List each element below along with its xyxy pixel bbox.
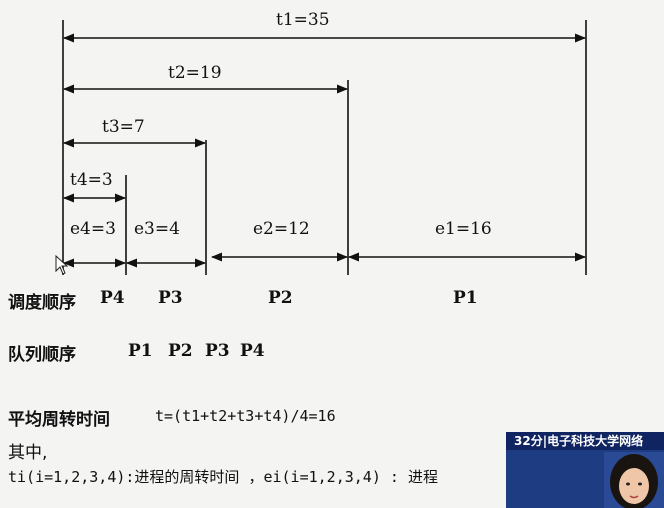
t1-label: t1=35 bbox=[276, 10, 330, 30]
schedule-order-label: 调度顺序 bbox=[8, 293, 76, 313]
where-label: 其中, bbox=[8, 443, 48, 463]
queue-item-p1: P1 bbox=[128, 341, 153, 361]
where-definition: ti(i=1,2,3,4):进程的周转时间 ，ei(i=1,2,3,4) : 进… bbox=[8, 468, 438, 486]
queue-item-p3: P3 bbox=[205, 341, 230, 361]
e4-label: e4=3 bbox=[70, 219, 116, 239]
presenter-image bbox=[604, 452, 664, 508]
average-turnaround-formula: t=(t1+t2+t3+t4)/4=16 bbox=[155, 407, 336, 425]
schedule-item-p1: P1 bbox=[453, 288, 478, 308]
mouse-cursor-icon bbox=[55, 255, 69, 275]
queue-item-p4: P4 bbox=[240, 341, 265, 361]
schedule-item-p3: P3 bbox=[158, 288, 183, 308]
e3-label: e3=4 bbox=[134, 219, 180, 239]
video-overlay: 32分|电子科技大学网络 bbox=[506, 432, 664, 508]
queue-order-label: 队列顺序 bbox=[8, 345, 76, 365]
t2-label: t2=19 bbox=[168, 63, 222, 83]
queue-item-p2: P2 bbox=[168, 341, 193, 361]
schedule-item-p4: P4 bbox=[100, 288, 125, 308]
e1-label: e1=16 bbox=[435, 219, 492, 239]
schedule-item-p2: P2 bbox=[268, 288, 293, 308]
average-turnaround-label: 平均周转时间 bbox=[8, 410, 110, 430]
t4-label: t4=3 bbox=[70, 170, 113, 190]
t3-label: t3=7 bbox=[102, 117, 145, 137]
e2-label: e2=12 bbox=[253, 219, 310, 239]
turnaround-diagram bbox=[62, 20, 587, 275]
video-banner: 32分|电子科技大学网络 bbox=[506, 432, 664, 450]
